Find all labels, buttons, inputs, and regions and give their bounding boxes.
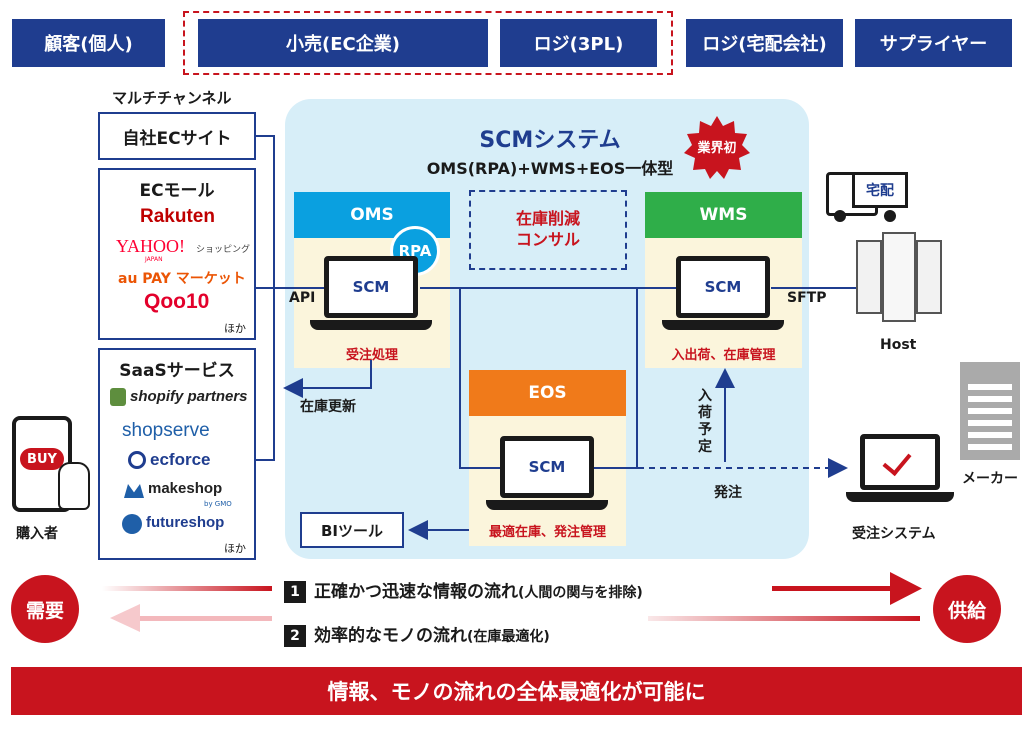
sftp-label: SFTP [787, 290, 827, 306]
saas-box: SaaSサービス shopify partners shopserve ecfo… [98, 348, 256, 560]
flow2-number: 2 [284, 625, 306, 647]
buyer-label: 購入者 [16, 526, 58, 542]
aupay-logo: au PAY マーケット [118, 271, 246, 287]
arrival-label: 入荷予定 [698, 388, 712, 455]
stock-update-label: 在庫更新 [300, 399, 356, 415]
flow1-main: 正確かつ迅速な情報の流れ [314, 582, 518, 602]
makeshop-logo: makeshop [148, 480, 223, 497]
demand-circle: 需要 [11, 575, 79, 643]
scm-title: SCMシステム [479, 128, 621, 153]
header-delivery: ロジ(宅配会社) [686, 19, 843, 67]
server-icon [882, 232, 916, 322]
server-icon [856, 240, 882, 314]
rakuten-logo: Rakuten [140, 206, 215, 227]
header-supplier: サプライヤー [855, 19, 1012, 67]
qoo10-logo: Qoo10 [144, 290, 210, 313]
own-ec-label: 自社ECサイト [122, 128, 232, 149]
supply-circle: 供給 [933, 575, 1001, 643]
retail-group-outline [183, 11, 673, 75]
makeshop-gmo: by GMO [204, 500, 232, 508]
building-windows-icon [968, 380, 1012, 450]
shopify-bag-icon [110, 388, 126, 406]
ecforce-icon [128, 451, 146, 469]
ec-mall-more: ほか [224, 322, 246, 335]
inventory-consult-box: 在庫削減 コンサル [469, 190, 627, 270]
ecforce-logo: ecforce [150, 450, 211, 469]
flow1: 1 正確かつ迅速な情報の流れ(人間の関与を排除) [284, 577, 643, 603]
oms-caption: 受注処理 [345, 348, 398, 363]
api-label: API [289, 290, 316, 306]
scm-subtitle: OMS(RPA)+WMS+EOS一体型 [426, 159, 674, 178]
ec-mall-box: ECモール Rakuten YAHOO! JAPAN ショッピング au PAY… [98, 168, 256, 340]
saas-more: ほか [224, 542, 246, 555]
futureshop-logo: futureshop [146, 514, 225, 531]
yahoo-shopping-text: ショッピング [196, 245, 251, 255]
shopify-logo: shopify partners [130, 388, 248, 405]
wms-header: WMS [645, 192, 802, 238]
order-system-laptop-base [846, 492, 954, 502]
saas-title: SaaSサービス [119, 361, 235, 381]
order-label: 発注 [714, 485, 742, 501]
flow1-number: 1 [284, 581, 306, 603]
flow2-sub: (在庫最適化) [467, 629, 550, 645]
multichannel-label: マルチチャンネル [112, 89, 232, 107]
truck-box-icon: 宅配 [852, 172, 908, 208]
shopserve-logo: shopserve [122, 420, 210, 441]
server-icon [916, 240, 942, 314]
wms-screen: SCM [676, 256, 770, 318]
own-ec-box: 自社ECサイト [98, 112, 256, 160]
order-system-label: 受注システム [852, 526, 936, 542]
eos-caption: 最適在庫、発注管理 [488, 525, 606, 540]
bi-tool-box: BIツール [300, 512, 404, 548]
header-retail: 小売(EC企業) [198, 19, 488, 67]
flow2-main: 効率的なモノの流れ [314, 626, 467, 646]
futureshop-icon [122, 514, 142, 534]
wms-caption: 入出荷、在庫管理 [671, 348, 776, 363]
flow-arrows [102, 572, 922, 632]
ec-mall-title: ECモール [139, 181, 215, 201]
host-label: Host [880, 337, 917, 353]
badge-text: 業界初 [696, 140, 736, 156]
truck-wheel-icon [884, 210, 896, 222]
buy-button-icon: BUY [20, 448, 64, 470]
flow2: 2 効率的なモノの流れ(在庫最適化) [284, 621, 550, 647]
yahoo-japan-text: JAPAN [145, 256, 163, 263]
bottom-banner: 情報、モノの流れの全体最適化が可能に [11, 667, 1022, 715]
oms-screen: SCM [324, 256, 418, 318]
yahoo-logo: YAHOO! [116, 236, 185, 256]
eos-header: EOS [469, 370, 626, 416]
maker-label: メーカー [962, 471, 1018, 487]
first-in-industry-badge: 業界初 [684, 116, 750, 179]
hand-icon [58, 462, 90, 510]
order-system-laptop-icon [860, 434, 940, 490]
eos-screen: SCM [500, 436, 594, 498]
truck-wheel-icon [834, 210, 846, 222]
flow1-sub: (人間の関与を排除) [518, 585, 643, 601]
header-3pl: ロジ(3PL) [500, 19, 657, 67]
header-customer: 顧客(個人) [12, 19, 165, 67]
